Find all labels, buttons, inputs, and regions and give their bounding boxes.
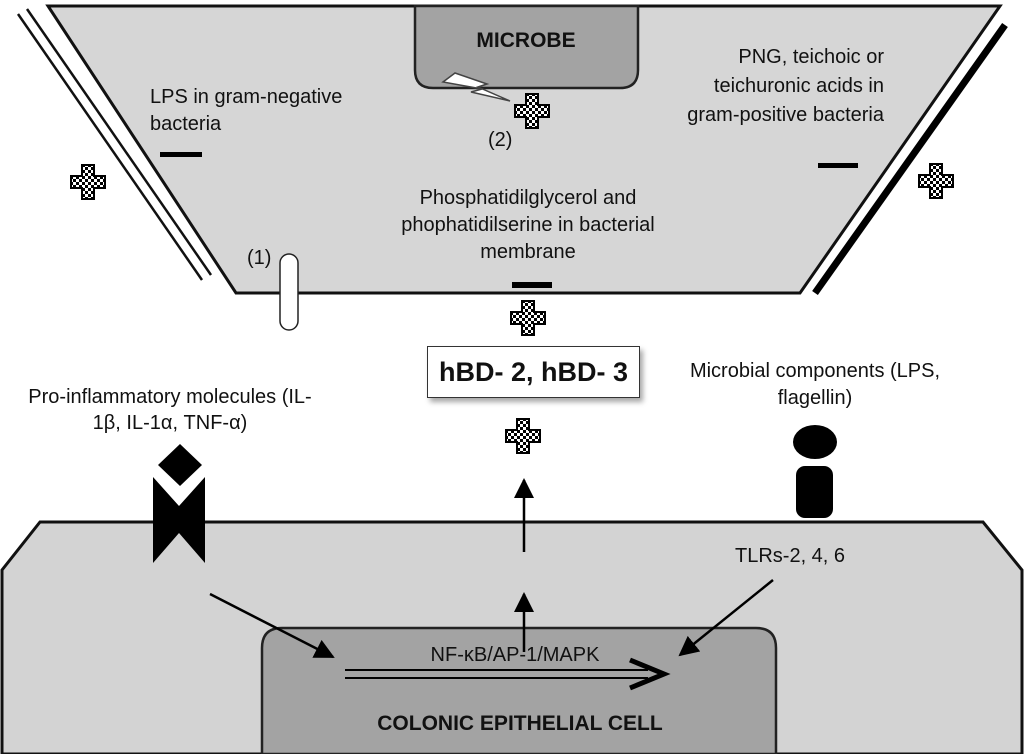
png-gram-positive-label: PNG, teichoic or teichuronic acids in gr…	[687, 46, 884, 126]
pro-inflammatory-receptor-icon	[158, 444, 202, 486]
negative-charge-lps	[160, 152, 202, 157]
tlrs-label: TLRs-2, 4, 6	[735, 545, 846, 567]
defensins-label: hBD- 2, hBD- 3	[427, 346, 640, 398]
membrane-pore-icon	[279, 253, 299, 331]
microbe-label: MICROBE	[476, 29, 576, 52]
lightning-bolt-icon	[441, 72, 511, 102]
tlr-ligand-icon	[793, 425, 837, 459]
membrane-lipids-label: Phosphatidilglycerol and phophatidilseri…	[401, 187, 655, 263]
cell-label: COLONIC EPITHELIAL CELL	[377, 712, 663, 735]
membrane-line-left-outer	[16, 13, 204, 281]
pathway-label: NF-κB/AP-1/MAPK	[430, 644, 600, 666]
pathway-arrow-head	[629, 657, 671, 691]
receptor-chevron-icon	[153, 477, 205, 563]
tlr-receptor-icon	[796, 466, 833, 518]
membrane-line-right	[812, 22, 1008, 296]
step-2-label: (2)	[488, 129, 513, 151]
plus-charge-icon-left	[70, 164, 106, 200]
arrow-tlr-to-nucleus	[678, 579, 774, 657]
plus-charge-icon-top-defensin	[510, 300, 546, 336]
plus-charge-icon-secreted	[505, 418, 541, 454]
microbe-box	[413, 4, 640, 90]
step-1-label: (1)	[247, 247, 272, 269]
negative-charge-png	[818, 163, 858, 168]
negative-charge-membrane	[512, 282, 552, 288]
lps-gram-negative-label: LPS in gram-negative bacteria	[150, 86, 343, 135]
pro-inflammatory-label: Pro-inflammatory molecules (IL-1β, IL-1α…	[28, 386, 312, 434]
microbial-components-label: Microbial components (LPS, flagellin)	[689, 360, 941, 409]
membrane-line-left-inner	[25, 8, 213, 276]
nucleus	[260, 626, 778, 754]
plus-charge-icon-right	[918, 163, 954, 199]
arrow-inflammatory-to-nucleus	[209, 592, 335, 659]
microbe-body	[45, 4, 1003, 295]
